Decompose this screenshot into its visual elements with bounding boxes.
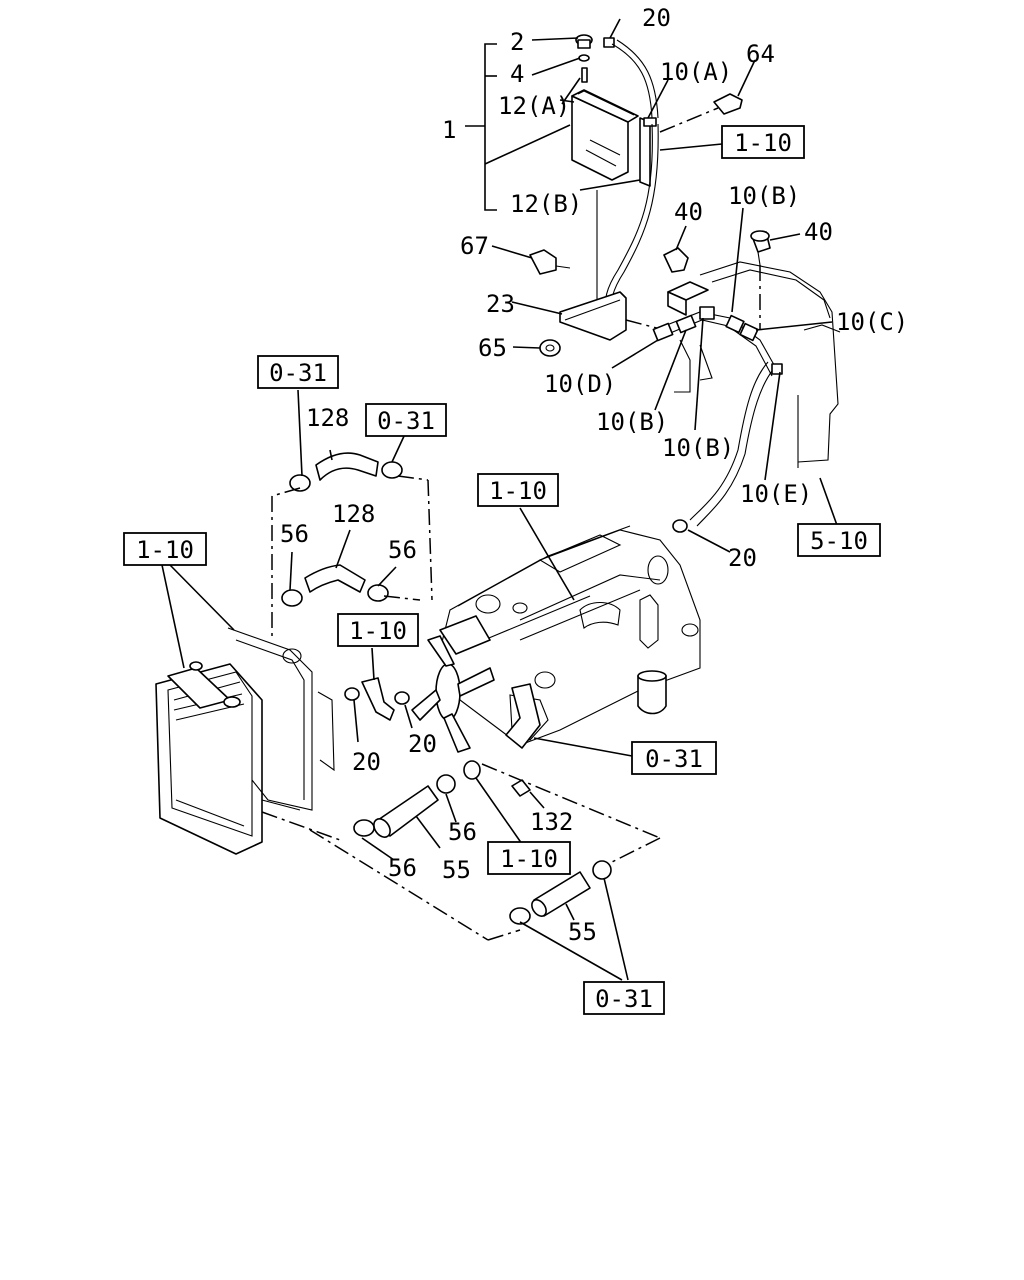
callout-labels: 2 20 4 10(A) 64 12(A) 1 12(B) 10(B) 40 4… — [280, 4, 908, 946]
svg-text:0-31: 0-31 — [377, 407, 435, 435]
ref-box-0-31-bottom[interactable]: 0-31 — [583, 981, 665, 1015]
callout-128-upper: 128 — [306, 404, 349, 432]
cooling-fan — [411, 635, 495, 753]
lower-hoses-group — [353, 760, 661, 981]
callout-10a: 10(A) — [660, 58, 732, 86]
reservoir-tank-assembly — [465, 18, 756, 313]
svg-text:1-10: 1-10 — [349, 617, 407, 645]
callout-56-right: 56 — [388, 536, 417, 564]
svg-text:1-10: 1-10 — [734, 129, 792, 157]
svg-text:0-31: 0-31 — [645, 745, 703, 773]
callout-40-left: 40 — [674, 198, 703, 226]
callout-56-lower-right: 56 — [448, 818, 477, 846]
callout-10b-top: 10(B) — [728, 182, 800, 210]
callout-10b-low: 10(B) — [662, 434, 734, 462]
ref-box-1-10-radiator[interactable]: 1-10 — [123, 532, 207, 566]
engine-block — [411, 507, 701, 757]
callout-10c: 10(C) — [836, 308, 908, 336]
svg-text:1-10: 1-10 — [136, 536, 194, 564]
ref-box-0-31-upper-left[interactable]: 0-31 — [257, 355, 339, 389]
ref-box-0-31-upper-right[interactable]: 0-31 — [365, 403, 447, 437]
callout-56-lower-left: 56 — [388, 854, 417, 882]
bypass-hose — [344, 647, 413, 743]
ref-box-0-31-engine[interactable]: 0-31 — [631, 741, 717, 775]
callout-20-top: 20 — [642, 4, 671, 32]
radiator — [155, 564, 521, 941]
callout-12b: 12(B) — [510, 190, 582, 218]
svg-text:0-31: 0-31 — [595, 985, 653, 1013]
mount-bracket-group — [491, 245, 673, 357]
callout-55-upper: 55 — [442, 856, 471, 884]
ref-box-1-10-top[interactable]: 1-10 — [721, 125, 805, 159]
callout-12a: 12(A) — [498, 92, 570, 120]
callout-2: 2 — [510, 28, 524, 56]
callout-64: 64 — [746, 40, 775, 68]
svg-text:1-10: 1-10 — [500, 845, 558, 873]
svg-text:5-10: 5-10 — [810, 527, 868, 555]
callout-1: 1 — [442, 116, 456, 144]
ref-box-1-10-hose[interactable]: 1-10 — [337, 613, 419, 647]
upper-hoses-group — [271, 389, 433, 640]
callout-23: 23 — [486, 290, 515, 318]
callout-10e: 10(E) — [740, 480, 812, 508]
callout-128-lower: 128 — [332, 500, 375, 528]
svg-text:0-31: 0-31 — [269, 359, 327, 387]
callout-20-left: 20 — [352, 748, 381, 776]
callout-67: 67 — [460, 232, 489, 260]
svg-text:1-10: 1-10 — [489, 477, 547, 505]
ref-box-1-10-engine[interactable]: 1-10 — [477, 473, 559, 507]
ref-box-5-10[interactable]: 5-10 — [797, 523, 881, 557]
callout-56-left: 56 — [280, 520, 309, 548]
callout-20-right: 20 — [728, 544, 757, 572]
ref-box-1-10-bottom[interactable]: 1-10 — [487, 841, 571, 875]
callout-4: 4 — [510, 60, 524, 88]
callout-10b-mid: 10(B) — [596, 408, 668, 436]
heater-pipe-group — [611, 207, 841, 553]
callout-132: 132 — [530, 808, 573, 836]
callout-10d: 10(D) — [544, 370, 616, 398]
callout-55-lower: 55 — [568, 918, 597, 946]
callout-65: 65 — [478, 334, 507, 362]
reference-boxes: 1-10 0-31 0-31 1-10 5-10 1-10 1-10 0-31 — [123, 125, 881, 1015]
callout-40-right: 40 — [804, 218, 833, 246]
callout-20-mid: 20 — [408, 730, 437, 758]
